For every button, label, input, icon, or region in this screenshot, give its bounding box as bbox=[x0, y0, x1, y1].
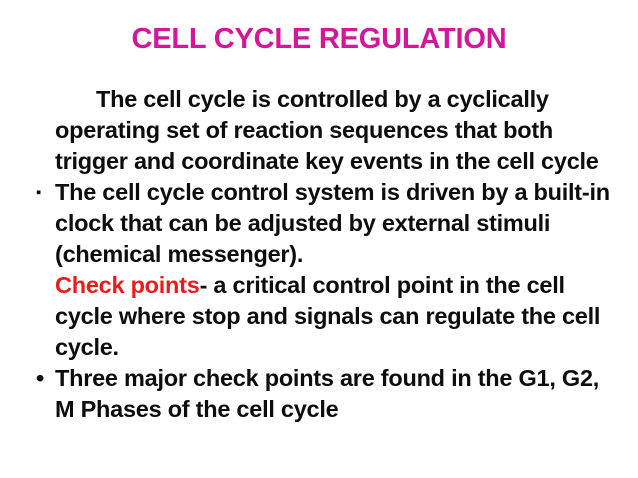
paragraph-intro-text: The cell cycle is controlled by a cyclic… bbox=[55, 86, 599, 174]
bullet-item-three-check-points-text: Three major check points are found in th… bbox=[55, 365, 600, 422]
paragraph-check-points-text: Check points- a critical control point i… bbox=[55, 270, 610, 363]
square-bullet-icon: ▪ bbox=[36, 184, 42, 201]
check-points-definition: - a critical control point in the cell c… bbox=[55, 272, 601, 360]
bullet-item-three-check-points: • Three major check points are found in … bbox=[0, 363, 638, 425]
disc-bullet-icon: • bbox=[36, 365, 44, 391]
bullet-item-control-system-text: The cell cycle control system is driven … bbox=[55, 179, 610, 267]
check-points-highlight: Check points bbox=[55, 272, 200, 298]
paragraph-check-points: Check points- a critical control point i… bbox=[0, 270, 638, 363]
bullet-item-control-system: ▪ The cell cycle control system is drive… bbox=[0, 177, 638, 270]
page-title: CELL CYCLE REGULATION bbox=[131, 23, 507, 55]
paragraph-intro: The cell cycle is controlled by a cyclic… bbox=[0, 84, 638, 177]
slide-body: The cell cycle is controlled by a cyclic… bbox=[0, 84, 638, 425]
